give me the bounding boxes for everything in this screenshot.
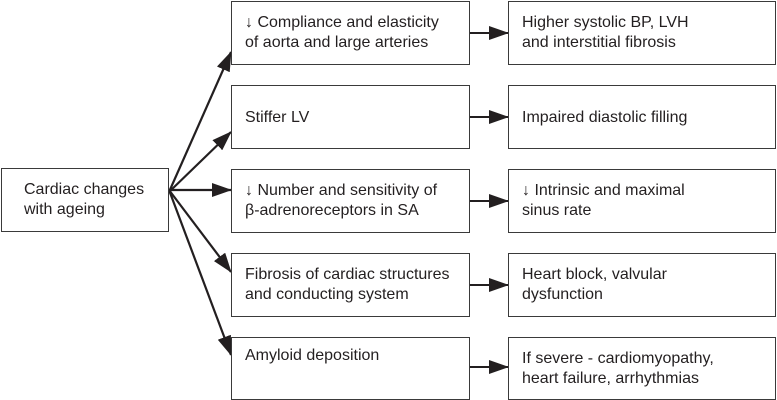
change-node-stiffer-lv: Stiffer LV: [231, 85, 470, 149]
effect-node-diastolic-filling: Impaired diastolic filling: [508, 85, 776, 149]
change-node-label: Stiffer LV: [245, 109, 310, 126]
change-node-label: Amyloid deposition: [245, 347, 380, 364]
change-node-adrenoreceptors: ↓ Number and sensitivity of β-adrenorece…: [231, 169, 470, 233]
effect-node-label: Heart block, valvular dysfunction: [522, 266, 667, 303]
change-node-compliance: ↓ Compliance and elasticity of aorta and…: [231, 1, 470, 65]
effect-node-heart-block: Heart block, valvular dysfunction: [508, 253, 776, 317]
root-node-cardiac-changes: Cardiac changes with ageing: [1, 168, 169, 232]
change-node-label: Fibrosis of cardiac structures and condu…: [245, 266, 450, 303]
effect-node-label: ↓ Intrinsic and maximal sinus rate: [522, 182, 685, 219]
effect-node-systolic-bp: Higher systolic BP, LVH and interstitial…: [508, 1, 776, 65]
change-node-fibrosis: Fibrosis of cardiac structures and condu…: [231, 253, 470, 317]
change-node-label: ↓ Number and sensitivity of β-adrenorece…: [245, 182, 438, 219]
arrow-root-to-row-1: [168, 131, 232, 193]
effect-node-label: Higher systolic BP, LVH and interstitial…: [522, 14, 689, 51]
arrow-root-to-row-0: [167, 51, 233, 193]
root-node-label: Cardiac changes with ageing: [24, 181, 145, 218]
effect-node-label: Impaired diastolic filling: [522, 109, 688, 126]
change-node-amyloid: Amyloid deposition: [231, 337, 470, 400]
effect-node-cardiomyopathy: If severe - cardiomyopathy, heart failur…: [508, 337, 776, 400]
effect-node-sinus-rate: ↓ Intrinsic and maximal sinus rate: [508, 169, 776, 233]
change-node-label: ↓ Compliance and elasticity of aorta and…: [245, 14, 439, 51]
arrow-root-to-row-4: [167, 189, 233, 356]
arrow-root-to-row-3: [168, 189, 232, 273]
effect-node-label: If severe - cardiomyopathy, heart failur…: [522, 350, 714, 387]
